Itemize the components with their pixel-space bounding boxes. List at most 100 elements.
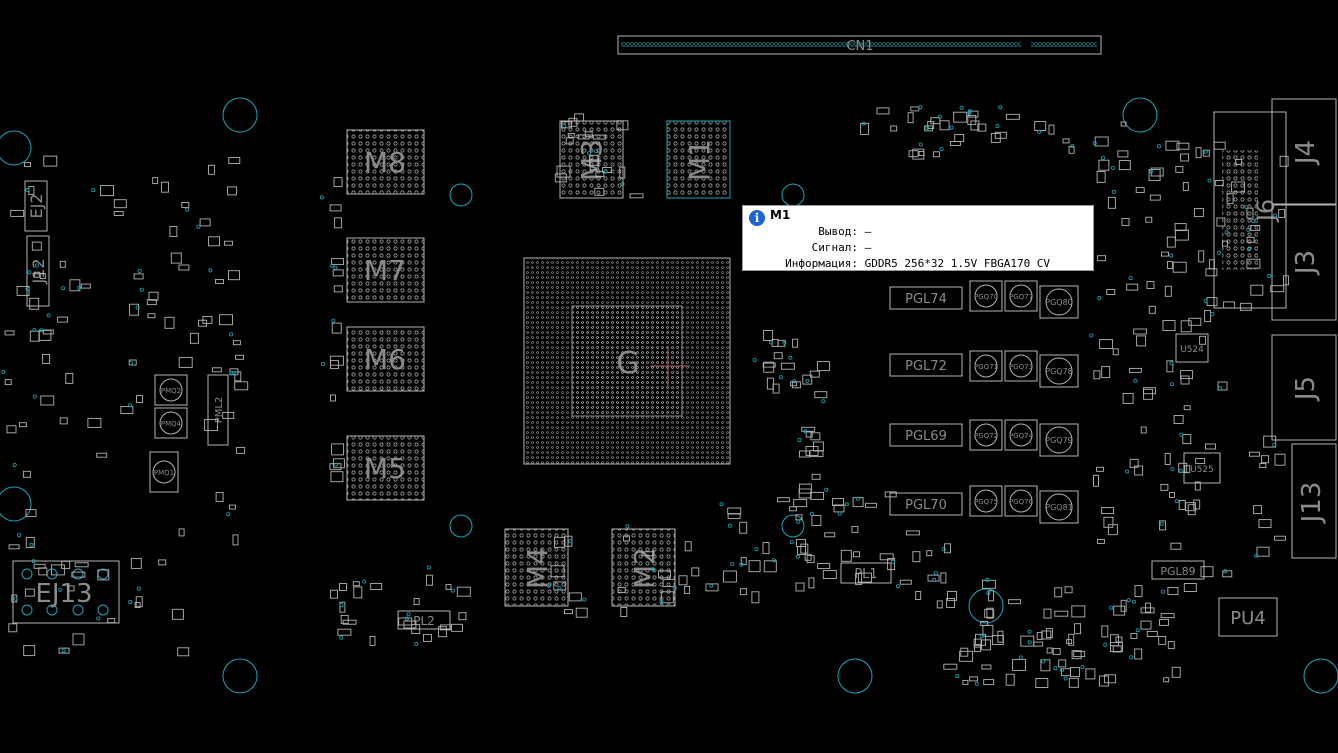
via: [1179, 432, 1184, 437]
memory-m4[interactable]: M4: [504, 528, 569, 607]
smd-pad: [178, 528, 185, 537]
via: [1103, 642, 1108, 647]
inductor-pgl74[interactable]: PGL74: [889, 286, 963, 310]
memory-m7[interactable]: M7: [346, 237, 425, 303]
via: [1170, 466, 1175, 471]
via: [27, 270, 32, 275]
via: [331, 318, 336, 323]
connector-j4[interactable]: J4: [1271, 98, 1337, 206]
via: [1157, 144, 1162, 149]
smd-pad: [228, 504, 236, 510]
smd-pad: [584, 131, 593, 138]
smd-pad: [980, 621, 989, 626]
memory-m5[interactable]: M5: [346, 435, 425, 501]
smd-pad: [57, 316, 69, 323]
smd-pad: [458, 612, 467, 621]
smd-pad: [822, 570, 837, 579]
via: [61, 648, 66, 653]
via: [752, 357, 757, 362]
via: [772, 558, 777, 563]
inductor-pgl70[interactable]: PGL70: [889, 492, 963, 516]
via: [620, 182, 625, 187]
smd-pad: [1160, 613, 1175, 619]
smd-pad: [1164, 453, 1171, 465]
smd-pad: [1143, 388, 1154, 400]
via: [568, 539, 573, 544]
via: [891, 559, 896, 564]
inductor-pgl72[interactable]: PGL72: [889, 353, 963, 377]
memory-label: M2: [628, 547, 661, 589]
memory-m6[interactable]: M6: [346, 326, 425, 392]
via: [1223, 569, 1228, 574]
smd-pad: [164, 316, 175, 329]
connector-ej2[interactable]: EJ2: [24, 180, 48, 232]
connector-ej13[interactable]: EJ13: [12, 560, 120, 624]
smd-pad: [981, 639, 992, 651]
smd-pad: [1256, 546, 1270, 557]
connector-cn1[interactable]: CN1: [617, 35, 1102, 55]
memory-m1[interactable]: M1: [666, 120, 731, 199]
via: [96, 616, 101, 621]
smd-pad: [1169, 491, 1175, 498]
via: [998, 105, 1003, 110]
smd-pad: [1166, 236, 1176, 248]
connector-j6[interactable]: J6: [1213, 111, 1287, 309]
connector-j5[interactable]: J5: [1271, 334, 1337, 441]
smd-pad: [1104, 674, 1117, 684]
smd-pad: [1274, 453, 1286, 466]
smd-pad: [962, 679, 969, 685]
connector-label: J5: [1291, 376, 1321, 402]
power-components[interactable]: PGQ70 PGQ77 PGQ80 PGQ71 PGQ73 PGQ78 PGQ7…: [149, 280, 1278, 637]
smd-pad: [439, 624, 451, 631]
smd-pad: [1005, 673, 1015, 686]
smd-pad: [969, 676, 979, 682]
smd-pad: [207, 164, 215, 175]
smd-pad: [329, 204, 342, 212]
via: [587, 151, 592, 156]
via: [1159, 521, 1164, 526]
smd-pad: [24, 162, 31, 168]
smd-pad: [1222, 570, 1233, 578]
smd-pad: [334, 217, 343, 229]
svg-text:PGQ76: PGQ76: [1009, 498, 1034, 506]
gpu-g1[interactable]: G: [523, 257, 731, 465]
svg-text:PGQ79: PGQ79: [1045, 436, 1073, 445]
smd-pad: [147, 313, 156, 319]
inductor-pgl69[interactable]: PGL69: [889, 423, 963, 447]
via: [625, 524, 630, 529]
via: [709, 583, 714, 588]
tooltip-value: —: [864, 241, 872, 254]
smd-pad: [1258, 519, 1272, 529]
smd-pad: [1020, 635, 1035, 647]
smd-pad: [133, 273, 144, 280]
via: [31, 559, 36, 564]
svg-text:PGQ77: PGQ77: [1009, 293, 1033, 301]
smd-pad: [215, 278, 224, 284]
smd-pad: [550, 565, 565, 578]
inductor-pgl89[interactable]: PGL89: [1151, 560, 1205, 580]
smd-pad: [986, 607, 994, 619]
via: [918, 105, 923, 110]
via: [137, 268, 142, 273]
connector-j12[interactable]: J12: [26, 235, 50, 307]
smd-pad: [1180, 375, 1190, 385]
via: [1126, 598, 1131, 603]
smd-pad: [1283, 275, 1289, 286]
smd-pad: [1183, 583, 1197, 592]
smd-pad: [852, 497, 864, 508]
connector-j13[interactable]: J13: [1291, 443, 1337, 559]
smd-pad: [135, 596, 143, 608]
smd-pad: [331, 258, 344, 266]
smd-pad: [161, 181, 169, 193]
smd-pad: [997, 630, 1004, 643]
memory-m2[interactable]: M2: [611, 528, 676, 607]
smd-pad: [616, 120, 629, 131]
smd-pad: [1115, 636, 1123, 643]
memory-m8[interactable]: M8: [346, 129, 425, 195]
smd-pad: [16, 285, 30, 296]
smd-pad: [622, 535, 630, 542]
via: [837, 511, 842, 516]
connector-j3[interactable]: J3: [1271, 203, 1337, 321]
smd-pad: [228, 157, 241, 164]
